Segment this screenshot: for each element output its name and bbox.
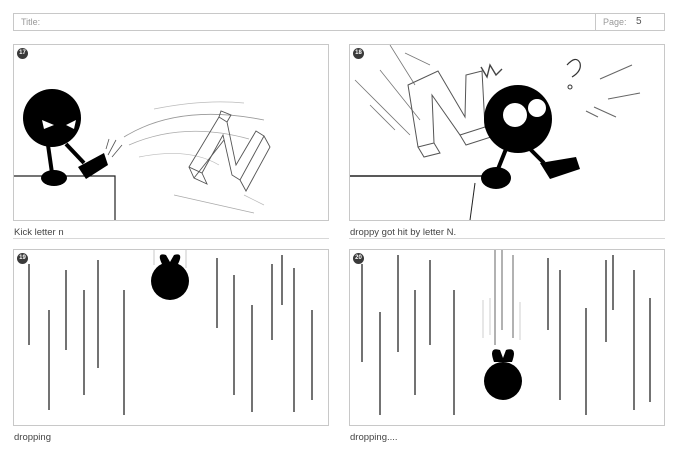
panel-19-drawing	[28, 250, 313, 415]
panel-20-drawing	[361, 250, 651, 415]
panel-number-badge: 20	[353, 253, 364, 264]
panel-number-badge: 18	[353, 48, 364, 59]
panel-18-drawing	[350, 45, 641, 220]
page-number: 5	[636, 16, 642, 27]
page-box: Page: 5	[595, 14, 664, 30]
storyboard-panel-17: 17	[13, 44, 329, 221]
panel-20-caption: dropping....	[350, 432, 398, 443]
panel-number-badge: 17	[17, 48, 28, 59]
caption-rule	[13, 238, 329, 239]
panel-19-caption: dropping	[14, 432, 51, 443]
title-bar: Title: Page: 5	[13, 13, 665, 31]
title-label: Title:	[21, 17, 41, 27]
storyboard-panel-18: 18	[349, 44, 665, 221]
panel-17-drawing	[14, 89, 271, 220]
storyboard-panel-19: 19	[13, 249, 329, 426]
panel-18-caption: droppy got hit by letter N.	[350, 227, 457, 238]
caption-rule	[349, 238, 665, 239]
page-label: Page:	[603, 17, 627, 27]
panel-17-caption: Kick letter n	[14, 227, 64, 238]
panel-number-badge: 19	[17, 253, 28, 264]
storyboard-panel-20: 20	[349, 249, 665, 426]
